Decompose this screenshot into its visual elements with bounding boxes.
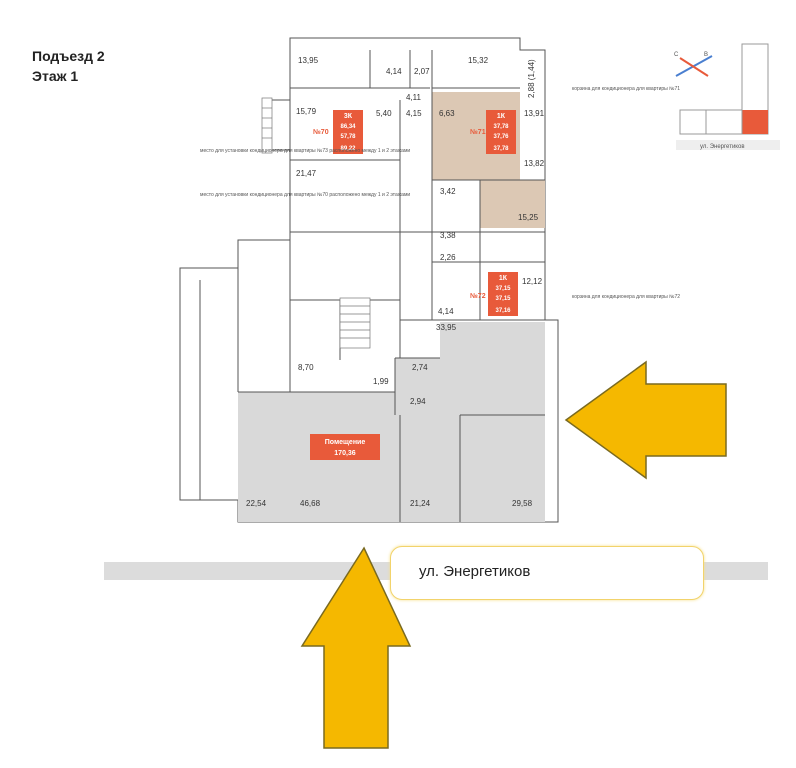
apartment-70-area-2: 57,78 xyxy=(340,134,356,140)
compass-north: С xyxy=(674,52,679,58)
premises-area xyxy=(238,322,545,522)
room-area: 4,14 xyxy=(386,67,402,76)
interior-walls xyxy=(179,50,545,522)
premises-badge: Помещение 170,36 xyxy=(310,434,380,460)
room-area: 21,24 xyxy=(410,499,431,508)
room-area: 15,25 xyxy=(518,213,539,222)
compass-icon: С В xyxy=(674,52,713,77)
apartment-71-type: 1К xyxy=(497,113,506,120)
premises-area-value: 170,36 xyxy=(334,450,356,457)
apartment-70-area-1: 86,34 xyxy=(340,124,356,130)
compass-east: В xyxy=(704,52,708,58)
room-area: 2,88 (1,44) xyxy=(527,59,536,98)
room-area: 13,91 xyxy=(524,109,545,118)
note-basket-72: корзина для кондиционера для квартиры №7… xyxy=(572,294,680,300)
minimap-street-label: ул. Энергетиков xyxy=(700,144,745,150)
room-area: 3,42 xyxy=(440,187,456,196)
entrance-arrow-right xyxy=(564,360,727,480)
note-basket-71: корзина для кондиционера для квартиры №7… xyxy=(572,86,680,92)
room-area: 29,58 xyxy=(512,499,533,508)
apartment-72-type: 1К xyxy=(499,275,508,282)
entrance-title: Подъезд 2 xyxy=(32,48,105,64)
apartment-72-area-2: 37,15 xyxy=(495,296,511,302)
annotations: корзина для кондиционера для квартиры №7… xyxy=(200,86,680,300)
apartment-70-type: 3К xyxy=(344,113,353,120)
location-minimap: ул. Энергетиков xyxy=(676,43,780,150)
apartment-72-badge: 1К 37,15 37,15 37,16 xyxy=(488,272,518,316)
stairs xyxy=(261,97,371,349)
street-name: ул. Энергетиков xyxy=(419,563,531,580)
premises-label: Помещение xyxy=(325,439,366,446)
apartment-71-badge: 1К 37,78 37,76 37,78 xyxy=(486,110,516,154)
apartment-70-badge: 3К 86,34 57,78 89,22 xyxy=(333,110,363,154)
apartment-71-area-3: 37,78 xyxy=(493,146,509,152)
apartment-72-area-1: 37,15 xyxy=(495,286,511,292)
apartment-70-number: №70 xyxy=(313,128,329,136)
room-area: 2,26 xyxy=(440,253,456,262)
apartment-70-area-3: 89,22 xyxy=(340,146,356,152)
room-area: 13,82 xyxy=(524,159,545,168)
floor-title: Этаж 1 xyxy=(32,68,79,84)
room-area: 13,95 xyxy=(298,56,319,65)
apartment-71-area-1: 37,78 xyxy=(493,124,509,130)
room-area: 4,11 xyxy=(406,93,422,102)
room-area: 2,07 xyxy=(414,67,430,76)
room-area: 4,15 xyxy=(406,109,422,118)
apartment-71-area-2: 37,76 xyxy=(493,134,509,140)
apartment-72-number: №72 xyxy=(470,292,486,300)
room-area: 15,32 xyxy=(468,56,489,65)
room-area: 2,94 xyxy=(410,397,426,406)
room-area: 12,12 xyxy=(522,277,543,286)
apartment-71-area xyxy=(432,92,545,228)
note-ac-70: место для установки кондиционера для ква… xyxy=(200,192,410,198)
room-area: 46,68 xyxy=(300,499,321,508)
room-area: 21,47 xyxy=(296,169,317,178)
room-area: 3,38 xyxy=(440,231,456,240)
room-area-labels: 13,95 4,14 2,07 15,32 4,11 15,79 5,40 4,… xyxy=(246,56,545,508)
apartment-72-area-3: 37,16 xyxy=(495,308,511,314)
apartment-71-number: №71 xyxy=(470,128,486,136)
room-area: 2,74 xyxy=(412,363,428,372)
room-area: 6,63 xyxy=(439,109,455,118)
room-area: 8,70 xyxy=(298,363,314,372)
room-area: 1,99 xyxy=(373,377,389,386)
room-area: 5,40 xyxy=(376,109,392,118)
note-ac-73: место для установки кондиционера для ква… xyxy=(200,148,410,154)
room-area: 4,14 xyxy=(438,307,454,316)
room-area: 33,95 xyxy=(436,323,457,332)
entrance-arrow-bottom xyxy=(300,546,412,749)
room-area: 22,54 xyxy=(246,499,267,508)
street-name-box: ул. Энергетиков xyxy=(390,546,704,600)
room-area: 15,79 xyxy=(296,107,317,116)
